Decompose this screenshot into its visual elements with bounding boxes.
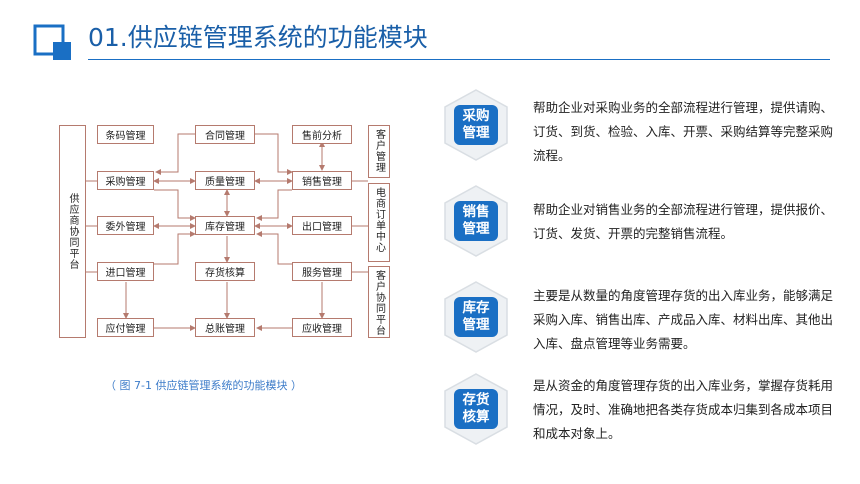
customer-platform-box: 客户协同平台 [368,266,390,338]
feature-hex-sales: 销售管理 [439,184,513,258]
module-sales: 销售管理 [292,171,352,190]
module-inventory: 库存管理 [195,216,255,235]
feature-hex-inventory: 库存管理 [439,280,513,354]
module-contract: 合同管理 [195,125,255,144]
module-outbound-port: 出口管理 [292,216,352,235]
feature-text-purchase: 帮助企业对采购业务的全部流程进行管理，提供请购、订货、到货、检验、入库、开票、采… [533,100,834,163]
module-outsource: 委外管理 [97,216,154,235]
hexagon-badge-icon [444,373,508,445]
feature-label-inventory: 库存管理 [462,300,490,333]
supplier-platform-box: 供应商协同平台 [59,125,86,338]
customer-management-box: 客户管理 [368,125,390,178]
ecommerce-order-center-box: 电商订单中心 [368,183,390,262]
module-service: 服务管理 [292,262,352,281]
hexagon-badge-icon [444,281,508,353]
header-square-icon [33,24,71,60]
module-import: 进口管理 [97,262,154,281]
module-receivable: 应收管理 [292,318,352,337]
customer-management-label: 客户管理 [373,129,385,173]
supplier-platform-label: 供应商协同平台 [67,193,78,270]
feature-text-sales: 帮助企业对销售业务的全部流程进行管理，提供报价、订货、发货、开票的完整销售流程。 [533,202,834,241]
hexagon-badge-icon [444,185,508,257]
feature-label-purchase: 采购管理 [462,108,490,141]
module-payable: 应付管理 [97,318,154,337]
module-barcode: 条码管理 [97,125,154,144]
feature-hex-purchase: 采购管理 [439,88,513,162]
figure-caption: （ 图 7-1 供应链管理系统的功能模块 ） [105,379,302,392]
ecommerce-order-center-label: 电商订单中心 [373,187,385,253]
feature-label-accounting: 存货核算 [462,392,490,425]
title-underline [88,59,830,60]
module-purchase: 采购管理 [97,171,154,190]
customer-platform-label: 客户协同平台 [373,270,385,336]
feature-label-sales: 销售管理 [462,204,490,237]
page-title: 01.供应链管理系统的功能模块 [88,23,428,52]
module-quality: 质量管理 [195,171,255,190]
module-inventory-accounting: 存货核算 [195,262,255,281]
feature-hex-accounting: 存货核算 [439,372,513,446]
module-presales: 售前分析 [292,125,352,144]
hexagon-badge-icon [444,89,508,161]
feature-text-inventory: 主要是从数量的角度管理存货的出入库业务，能够满足采购入库、销售出库、产成品入库、… [533,288,834,351]
module-ledger: 总账管理 [195,318,255,337]
feature-text-accounting: 是从资金的角度管理存货的出入库业务，掌握存货耗用情况，及时、准确地把各类存货成本… [533,378,834,441]
